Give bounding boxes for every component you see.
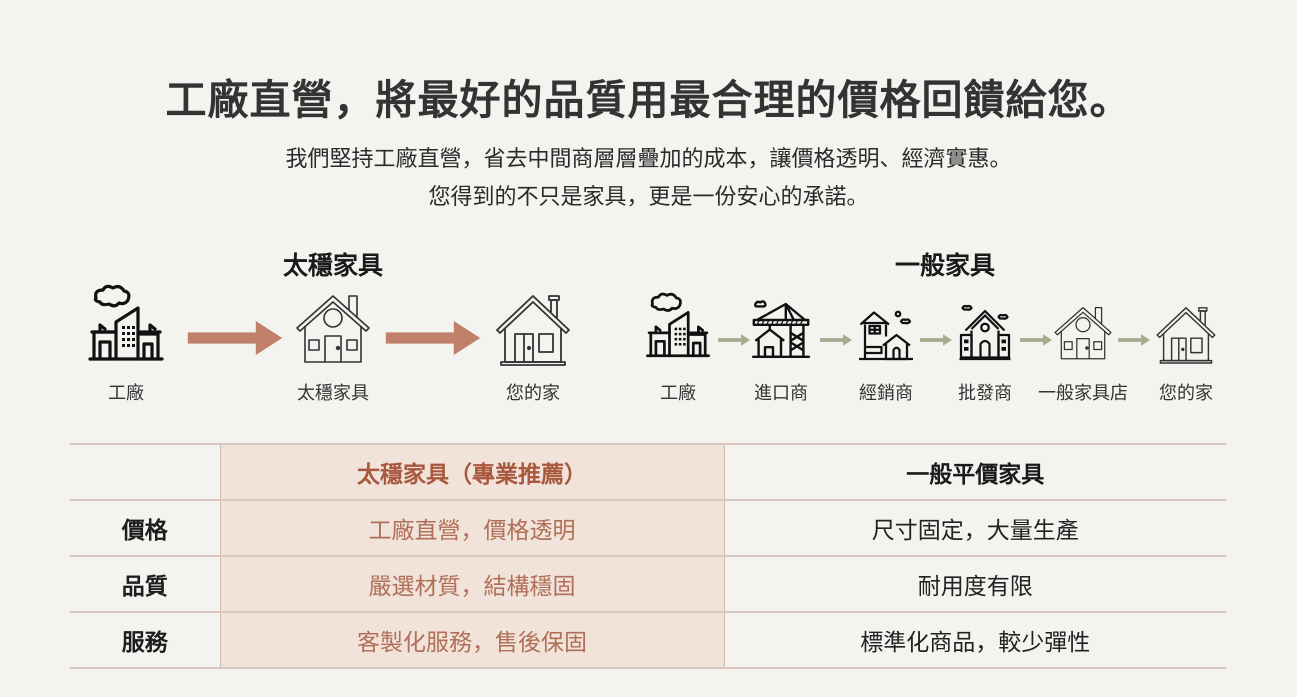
arrow-right-icon [183,321,287,355]
distributor-house-icon [856,300,916,364]
cell-general: 耐用度有限 [724,555,1226,613]
flow-general-node-importer: 進口商 [748,294,814,404]
flow-general-node-distributor: 經銷商 [855,300,917,404]
cell-ours: 客製化服務，售後保固 [219,611,725,669]
arrow-right-icon [1020,331,1052,349]
subtitle-line-1: 我們堅持工廠直營，省去中間商層層疊加的成本，讓價格透明、經濟實惠。 [285,147,1012,172]
table-row: 服務 客製化服務，售後保固 標準化商品，較少彈性 [70,611,1226,669]
flow-general-node-store: 一般家具店 [1038,302,1128,404]
flow-direct-node-brand: 太穩家具 [291,290,375,404]
node-label: 工廠 [660,383,696,404]
subtitle-line-2: 您得到的不只是家具，更是一份安心的承諾。 [428,185,869,210]
flow-general-node-home: 您的家 [1153,302,1219,404]
table-row: 品質 嚴選材質，結構穩固 耐用度有限 [70,555,1226,613]
factory-icon [644,290,712,362]
node-label: 進口商 [754,383,808,404]
arrow-right-icon [820,331,852,349]
table-header-row: 太穩家具（專業推薦） 一般平價家具 [70,443,1226,501]
cell-ours: 工廠直營，價格透明 [219,499,725,557]
importer-crane-icon [749,294,813,362]
header-empty [70,443,220,501]
flow-general-title: 一般家具 [894,251,995,280]
home-icon [1154,302,1218,368]
table-row: 價格 工廠直營，價格透明 尺寸固定，大量生產 [70,499,1226,557]
flow-direct-node-home: 您的家 [491,290,575,404]
header-general: 一般平價家具 [724,443,1226,501]
home-icon [493,290,573,370]
node-label: 您的家 [1159,383,1213,404]
node-label: 經銷商 [859,383,913,404]
arrow-right-icon [920,331,952,349]
arrow-right-icon [718,331,750,349]
flow-general-node-wholesaler: 批發商 [954,300,1016,404]
store-house-icon [1052,302,1114,366]
cell-general: 標準化商品，較少彈性 [724,611,1226,669]
store-house-icon [293,290,373,370]
flow-direct-node-factory: 工廠 [84,284,168,404]
comparison-table: 太穩家具（專業推薦） 一般平價家具 價格 工廠直營，價格透明 尺寸固定，大量生產… [70,443,1226,669]
arrow-right-icon [381,321,485,355]
cell-ours: 嚴選材質，結構穩固 [219,555,725,613]
flow-general-node-factory: 工廠 [643,290,713,404]
factory-icon [86,284,166,364]
cell-general: 尺寸固定，大量生產 [724,499,1226,557]
node-label: 一般家具店 [1038,383,1128,404]
arrow-right-icon [1118,331,1150,349]
row-label: 服務 [70,611,220,669]
wholesaler-building-icon [955,300,1015,364]
node-label: 太穩家具 [297,383,369,404]
node-label: 工廠 [108,383,144,404]
row-label: 價格 [70,499,220,557]
node-label: 您的家 [506,383,560,404]
node-label: 批發商 [958,383,1012,404]
row-label: 品質 [70,555,220,613]
header-ours: 太穩家具（專業推薦） [219,443,725,501]
flow-direct-title: 太穩家具 [282,251,383,280]
headline: 工廠直營，將最好的品質用最合理的價格回饋給您。 [165,76,1132,124]
